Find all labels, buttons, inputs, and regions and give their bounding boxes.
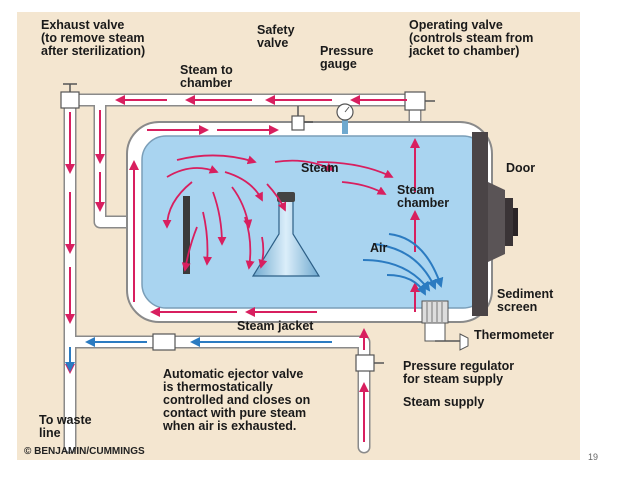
autoclave-figure: Exhaust valve (to remove steam after ste… — [17, 12, 580, 460]
label-operating-valve: Operating valve (controls steam from jac… — [409, 18, 534, 58]
ejector-valve-body — [152, 333, 176, 351]
safety-valve-body — [291, 115, 305, 131]
air-waste-arrows — [65, 233, 444, 372]
label-air: Air — [370, 241, 388, 255]
autoclave-diagram — [60, 83, 518, 454]
sediment-screen — [421, 300, 449, 324]
label-thermometer: Thermometer — [474, 328, 554, 342]
thermometer-housing — [424, 322, 446, 342]
label-door: Door — [506, 161, 536, 175]
valves — [60, 83, 469, 372]
label-steam-to-chamber: Steam to chamber — [180, 63, 233, 90]
pressure-regulator-body — [355, 354, 375, 372]
label-steam-chamber: Steam chamber — [397, 183, 450, 210]
label-pressure-gauge: Pressure gauge — [320, 44, 374, 71]
label-safety-valve: Safety valve — [257, 23, 295, 50]
exhaust-valve-body — [60, 91, 80, 109]
label-ejector-valve: Automatic ejector valve is thermostatica… — [163, 367, 311, 433]
label-exhaust-valve: Exhaust valve (to remove steam after ste… — [41, 18, 146, 58]
chamber-steam-arrows — [162, 154, 394, 272]
label-steam-jacket: Steam jacket — [237, 319, 314, 333]
label-steam: Steam — [301, 161, 339, 175]
label-steam-supply: Steam supply — [403, 395, 485, 409]
pipe-steam-arrows — [65, 95, 420, 442]
label-sediment-screen: Sediment screen — [497, 287, 554, 314]
pressure-gauge-icon — [336, 103, 354, 134]
slide-number: 19 — [588, 452, 599, 462]
thermometer-icon — [459, 333, 469, 351]
door — [472, 132, 518, 316]
label-waste-line: To waste line — [39, 413, 92, 440]
operating-valve-body — [404, 91, 426, 111]
label-pressure-regulator: Pressure regulator for steam supply — [403, 359, 515, 386]
baffle-plate — [183, 196, 190, 274]
credit-line: © BENJAMIN/CUMMINGS — [24, 446, 145, 457]
flask — [251, 192, 321, 277]
